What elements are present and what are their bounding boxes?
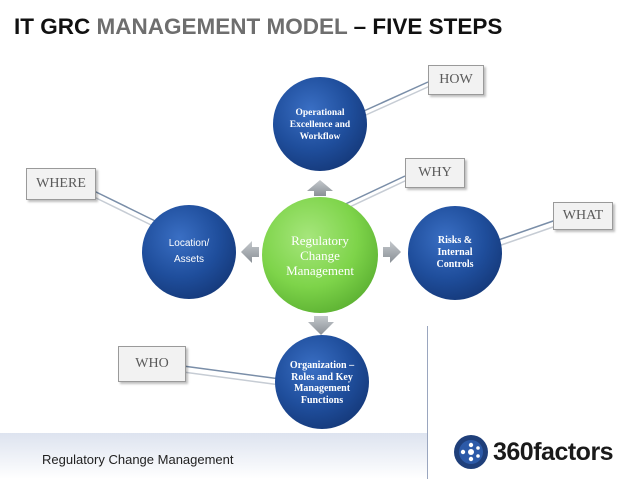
node-right-label: Risks & Internal Controls <box>436 235 474 270</box>
center-circle <box>262 197 378 313</box>
node-bottom-circle <box>275 335 369 429</box>
node-left-label: Location/ Assets <box>168 238 210 265</box>
footer-divider <box>427 326 428 479</box>
page-title: IT GRC MANAGEMENT MODEL – FIVE STEPS <box>14 14 503 39</box>
how-connector <box>354 81 429 116</box>
arrow-left <box>241 241 259 263</box>
callout-who: WHO <box>118 346 186 382</box>
callout-where: WHERE <box>26 168 96 200</box>
why-connector <box>336 175 406 209</box>
company-logo: 360factors <box>453 432 614 472</box>
logo-icon <box>454 435 488 469</box>
who-connector-shadow <box>182 371 289 387</box>
how-connector-shadow <box>356 85 431 120</box>
arrow-down <box>308 316 334 335</box>
arrow-right <box>383 241 401 263</box>
node-top-label: Operational Excellence and Workflow <box>289 108 351 142</box>
node-top-circle <box>273 77 367 171</box>
node-right-circle <box>408 206 502 300</box>
callout-why: WHY <box>405 158 465 188</box>
center-label: Regulatory Change Management <box>286 232 354 278</box>
footer-text: Regulatory Change Management <box>42 452 234 467</box>
node-bottom-label: Organization – Roles and Key Management … <box>289 360 355 406</box>
arrow-up <box>307 180 333 196</box>
callout-what: WHAT <box>553 202 613 230</box>
callout-how: HOW <box>428 65 484 95</box>
who-connector <box>182 365 289 381</box>
footer-bar <box>0 433 427 479</box>
logo-text: 360factors <box>493 437 614 466</box>
node-left-circle <box>142 205 236 299</box>
